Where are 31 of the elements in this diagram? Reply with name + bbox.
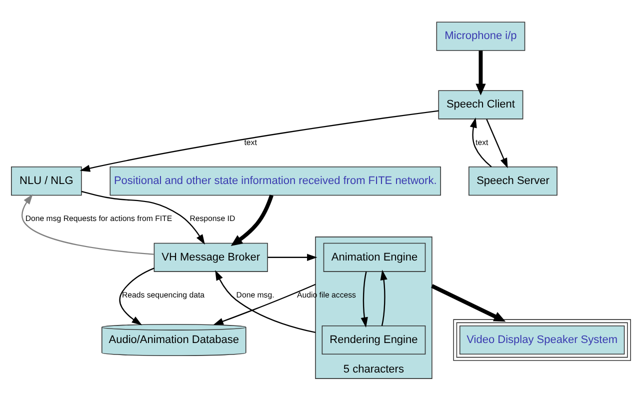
arrow [80,110,439,172]
arrow [380,270,388,326]
edge-label: Done msg. [236,290,274,300]
edge-label: Reads sequencing data [122,290,205,300]
arrow [230,194,274,246]
edge-label: Done msg Requests for actions from FITE [25,214,172,224]
arrow [486,119,508,168]
arrow [360,271,368,328]
node-box: Speech Client [438,90,524,120]
arrow [215,270,316,334]
node-box: Animation Engine [323,242,426,272]
edge-label: Response ID [190,214,236,224]
edge-label: text [244,138,257,147]
node-box: Microphone i/p [436,22,526,51]
node-box: Positional and other state information received from FITE network. [110,166,441,196]
arrow [119,268,154,326]
node-label: 5 characters [343,363,404,376]
arrow [431,284,506,322]
arrow [22,194,154,255]
node-box: NLU / NLG [11,166,82,196]
node-box: Video Display Speaker System [453,319,631,361]
edge-label: text [476,138,488,147]
node-box: Speech Server [468,166,558,196]
node-box: Rendering Engine [322,325,426,355]
arrow [213,284,316,325]
arrow [476,50,486,96]
arrow [81,190,205,245]
node-box: VH Message Broker [154,242,268,272]
cluster [315,236,432,379]
arrow [268,254,318,261]
arrow [470,118,492,168]
